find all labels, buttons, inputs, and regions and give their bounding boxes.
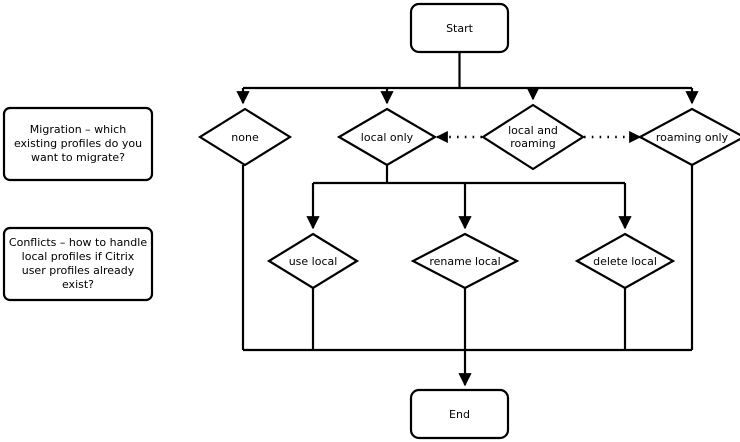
decision-local-and-roaming-shape[interactable] xyxy=(480,103,586,171)
decision-delete-local-shape[interactable] xyxy=(574,232,676,290)
decision-local-only-shape[interactable] xyxy=(336,107,438,167)
note-conflicts-box xyxy=(2,226,154,302)
decision-use-local-shape[interactable] xyxy=(266,232,360,290)
decision-none-shape[interactable] xyxy=(197,107,293,167)
note-migration-box xyxy=(2,106,154,182)
end-node-shape[interactable] xyxy=(409,388,510,440)
decision-roaming-only-shape[interactable] xyxy=(637,107,740,167)
start-node-shape[interactable] xyxy=(409,2,510,54)
decision-rename-local-shape[interactable] xyxy=(410,232,520,290)
